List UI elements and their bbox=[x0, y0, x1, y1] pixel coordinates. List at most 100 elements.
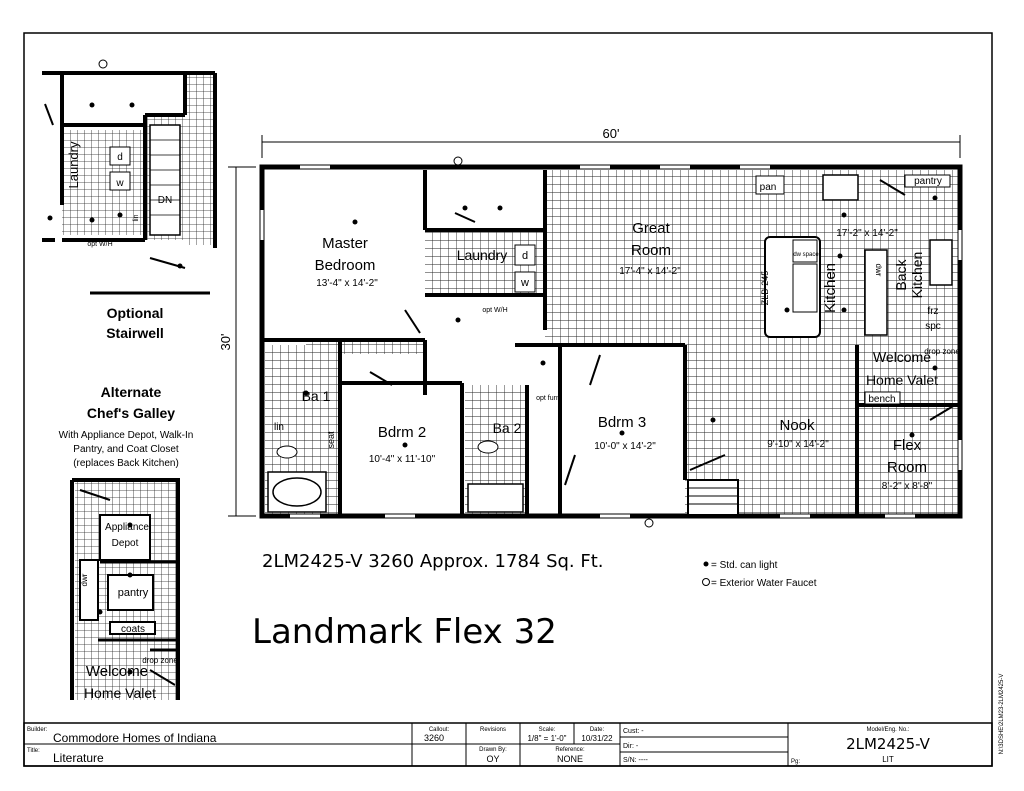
builder-label: Builder: bbox=[27, 727, 48, 733]
master-bedroom-label: Master bbox=[322, 235, 368, 252]
stairwell-title-2: Stairwell bbox=[106, 325, 164, 341]
title-field-value: Literature bbox=[53, 751, 104, 765]
bedroom-2-label: Bdrm 2 bbox=[378, 424, 426, 441]
stairwell-washer-label: w bbox=[115, 178, 124, 189]
welcome-home-valet-label-2: Home Valet bbox=[866, 372, 938, 388]
model-number-value: 2LM2425-V bbox=[846, 735, 931, 753]
flex-room-label: Flex bbox=[893, 437, 922, 454]
callout-value: 3260 bbox=[424, 733, 444, 743]
galley-title-2: Chef's Galley bbox=[87, 405, 175, 421]
bath-2-label: Ba 2 bbox=[493, 420, 522, 436]
coats-label: coats bbox=[121, 624, 145, 635]
builder-name: Commodore Homes of Indiana bbox=[53, 731, 217, 745]
pan-label: pan bbox=[760, 182, 777, 193]
freezer-label: frz bbox=[927, 306, 938, 317]
linen-label: lin bbox=[274, 422, 284, 433]
galley-drawer-label: dwr bbox=[80, 573, 89, 586]
plan-labels: 60' 30' Master Bedroom 13'-4" x 14'-2" G… bbox=[59, 126, 961, 701]
customer-field: Cust: - bbox=[623, 728, 644, 735]
drop-zone-label: drop zone bbox=[924, 347, 960, 356]
title-block: Builder: Commodore Homes of Indiana Titl… bbox=[23, 674, 1005, 767]
kitchen-dimension: 17'-2" x 14'-2" bbox=[836, 228, 898, 239]
reference-label: Reference: bbox=[555, 747, 585, 753]
pantry-label: pantry bbox=[914, 176, 942, 187]
depth-dimension: 30' bbox=[218, 334, 233, 351]
scale-value: 1/8" = 1'-0" bbox=[527, 734, 566, 743]
appliance-depot-label: Appliance bbox=[105, 522, 149, 533]
great-room-dimension: 17'-4" x 14'-2" bbox=[619, 266, 681, 277]
date-value: 10/31/22 bbox=[581, 734, 613, 743]
dryer-label: d bbox=[522, 250, 528, 262]
reference-value: NONE bbox=[557, 754, 583, 764]
file-path-label: N:\3DSHE\2LM23-2LM2425-V bbox=[999, 674, 1005, 755]
stairwell-opt-wh-label: opt W/H bbox=[87, 241, 112, 248]
opt-water-heater-label: opt W/H bbox=[482, 307, 507, 314]
galley-drop-zone-label: drop zone bbox=[142, 656, 178, 665]
callout-label: Callout: bbox=[429, 727, 450, 733]
bath-1-label: Ba 1 bbox=[302, 388, 331, 404]
serial-number-field: S/N: ---- bbox=[623, 757, 649, 764]
nook-dimension: 9'-10" x 14'-2" bbox=[767, 439, 829, 450]
can-light-legend-icon bbox=[703, 561, 709, 567]
faucet-legend-icon bbox=[702, 578, 710, 586]
can-light-legend: = Std. can light bbox=[711, 560, 778, 571]
flex-room-label-2: Room bbox=[887, 459, 927, 476]
stair-down-label: DN bbox=[158, 195, 172, 206]
bedroom-3-dimension: 10'-0" x 14'-2" bbox=[594, 441, 656, 452]
dishwasher-space-label: dw space bbox=[793, 252, 819, 258]
title-field-label: Title: bbox=[27, 748, 40, 754]
revisions-label: Revisions bbox=[480, 727, 506, 733]
flex-room-dimension: 8'-2" x 8'-8" bbox=[882, 481, 933, 492]
exterior-faucet-icon bbox=[98, 59, 654, 528]
optional-stairwell-inset bbox=[42, 71, 217, 295]
space-label: spc bbox=[925, 321, 941, 332]
galley-pantry-label: pantry bbox=[118, 587, 149, 599]
faucet-legend: = Exterior Water Faucet bbox=[711, 578, 817, 589]
fireplace-label: ZLB-245 bbox=[760, 271, 770, 306]
galley-description-2: Pantry, and Coat Closet bbox=[73, 444, 179, 455]
date-label: Date: bbox=[590, 727, 605, 733]
stairwell-laundry-label: Laundry bbox=[66, 141, 81, 188]
galley-welcome-label-2: Home Valet bbox=[84, 685, 156, 701]
seat-label: seat bbox=[326, 431, 336, 449]
laundry-label: Laundry bbox=[457, 247, 508, 263]
scale-label: Scale: bbox=[539, 727, 556, 733]
galley-welcome-label: Welcome bbox=[86, 663, 148, 680]
chefs-galley-inset bbox=[70, 478, 180, 700]
drawn-by-label: Drawn By: bbox=[479, 747, 507, 753]
great-room-label-2: Room bbox=[631, 242, 671, 259]
back-kitchen-label-2: Kitchen bbox=[909, 252, 925, 299]
welcome-home-valet-label: Welcome bbox=[873, 349, 931, 365]
appliance-depot-label-2: Depot bbox=[112, 538, 139, 549]
drawn-by-value: OY bbox=[486, 754, 499, 764]
bench-label: bench bbox=[868, 394, 895, 405]
washer-label: w bbox=[520, 277, 529, 289]
galley-title: Alternate bbox=[101, 384, 162, 400]
model-name-title: Landmark Flex 32 bbox=[252, 612, 557, 652]
opt-furnace-label: opt furn bbox=[536, 395, 560, 402]
stairwell-title: Optional bbox=[107, 305, 164, 321]
galley-description-3: (replaces Back Kitchen) bbox=[73, 458, 179, 469]
model-number-label: Model/Eng. No.: bbox=[866, 727, 909, 733]
lit-value: LIT bbox=[882, 755, 894, 764]
great-room-label: Great bbox=[632, 220, 670, 237]
galley-description-1: With Appliance Depot, Walk-In bbox=[59, 430, 194, 441]
nook-label: Nook bbox=[779, 417, 815, 434]
main-floor-plan bbox=[98, 59, 963, 528]
width-dimension: 60' bbox=[603, 126, 620, 141]
stairwell-linen-label: lin bbox=[133, 214, 140, 221]
kitchen-label: Kitchen bbox=[822, 263, 839, 313]
bedroom-2-dimension: 10'-4" x 11'-10" bbox=[369, 454, 436, 465]
dryer-drawer-label: dwr bbox=[874, 264, 883, 277]
page-label: Pg: bbox=[791, 759, 800, 765]
dir-field: Dir: - bbox=[623, 743, 639, 750]
can-light-markers bbox=[303, 195, 938, 448]
bedroom-3-label: Bdrm 3 bbox=[598, 414, 646, 431]
master-bedroom-dimension: 13'-4" x 14'-2" bbox=[316, 278, 378, 289]
master-bedroom-label-2: Bedroom bbox=[315, 257, 376, 274]
back-kitchen-label: Back bbox=[893, 258, 909, 290]
stairwell-dryer-label: d bbox=[117, 152, 123, 163]
plan-summary: 2LM2425-V 3260 Approx. 1784 Sq. Ft. bbox=[262, 551, 604, 572]
